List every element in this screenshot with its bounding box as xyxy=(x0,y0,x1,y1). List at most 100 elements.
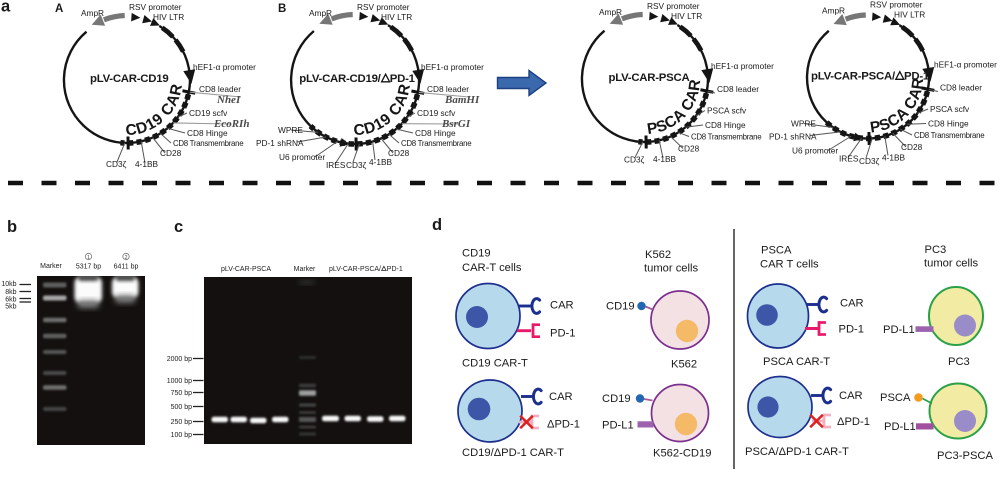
svg-text:CD19: CD19 xyxy=(602,393,631,405)
svg-text:HIV LTR: HIV LTR xyxy=(381,12,412,22)
svg-text:4-1BB: 4-1BB xyxy=(369,157,393,167)
svg-text:PD-1: PD-1 xyxy=(904,71,930,83)
svg-text:PD-1 shRNA: PD-1 shRNA xyxy=(256,138,304,148)
svg-text:U6 promoter: U6 promoter xyxy=(279,152,325,162)
svg-text:PD-L1: PD-L1 xyxy=(883,324,915,336)
svg-text:CD8 Transmembrane: CD8 Transmembrane xyxy=(914,131,985,140)
svg-text:4-1BB: 4-1BB xyxy=(882,153,906,163)
svg-text:CD19/ΔPD-1 CAR-T: CD19/ΔPD-1 CAR-T xyxy=(462,447,564,459)
svg-text:ΔPD-1: ΔPD-1 xyxy=(547,419,580,431)
svg-text:CD3ζ: CD3ζ xyxy=(624,155,645,165)
svg-text:1000 bp: 1000 bp xyxy=(167,378,192,385)
svg-text:PC3-PSCA: PC3-PSCA xyxy=(937,450,993,462)
svg-text:pLV-CAR-PSCA: pLV-CAR-PSCA xyxy=(609,72,690,84)
svg-text:CD3ζ: CD3ζ xyxy=(346,160,367,170)
svg-text:CD8 leader: CD8 leader xyxy=(717,84,759,94)
svg-text:CAR: CAR xyxy=(550,300,574,312)
svg-text:pLV-CAR-PSCA/: pLV-CAR-PSCA/ xyxy=(811,71,896,83)
svg-text:PD-1: PD-1 xyxy=(390,73,416,85)
svg-text:PD-L1: PD-L1 xyxy=(884,421,916,433)
svg-text:c: c xyxy=(174,218,183,236)
svg-text:pLV-CAR-CD19: pLV-CAR-CD19 xyxy=(90,73,168,85)
svg-text:4-1BB: 4-1BB xyxy=(135,159,159,169)
svg-text:CD8 leader: CD8 leader xyxy=(940,83,982,93)
svg-text:CD8 Hinge: CD8 Hinge xyxy=(705,120,746,130)
svg-text:tumor cells: tumor cells xyxy=(644,263,698,275)
svg-text:PSCA scfv: PSCA scfv xyxy=(930,104,970,114)
svg-text:WPRE: WPRE xyxy=(791,119,816,129)
svg-text:CAR: CAR xyxy=(839,390,863,402)
svg-text:pLV-CAR-CD19/: pLV-CAR-CD19/ xyxy=(299,73,381,85)
svg-text:PSCA: PSCA xyxy=(761,245,792,257)
svg-text:BamHI: BamHI xyxy=(444,94,480,106)
svg-text:Marker: Marker xyxy=(294,266,316,273)
svg-text:CD19 CAR-T: CD19 CAR-T xyxy=(462,358,528,370)
svg-text:IRES: IRES xyxy=(326,160,346,170)
svg-text:EcoRIh: EcoRIh xyxy=(213,118,249,130)
svg-text:CD8 leader: CD8 leader xyxy=(427,84,469,94)
svg-text:d: d xyxy=(432,216,442,234)
svg-text:6411 bp: 6411 bp xyxy=(114,264,139,271)
svg-text:a: a xyxy=(1,0,11,16)
svg-text:PSCA scfv: PSCA scfv xyxy=(707,106,747,116)
svg-text:PD-1 shRNA: PD-1 shRNA xyxy=(769,132,817,142)
svg-text:AmpR: AmpR xyxy=(822,6,845,16)
svg-text:CAR-T cells: CAR-T cells xyxy=(462,262,522,274)
svg-text:b: b xyxy=(7,218,17,236)
svg-text:10kb: 10kb xyxy=(1,281,16,288)
svg-text:5317 bp: 5317 bp xyxy=(76,264,101,271)
svg-text:U6 promoter: U6 promoter xyxy=(792,146,838,156)
svg-text:CAR: CAR xyxy=(549,391,573,403)
svg-text:CD8 leader: CD8 leader xyxy=(199,84,241,94)
svg-text:BsrGI: BsrGI xyxy=(441,118,471,130)
svg-text:HIV LTR: HIV LTR xyxy=(153,12,184,22)
svg-text:AmpR: AmpR xyxy=(599,7,622,17)
svg-text:WPRE: WPRE xyxy=(278,125,303,135)
svg-text:CD28: CD28 xyxy=(160,148,182,158)
svg-text:AmpR: AmpR xyxy=(309,8,332,18)
svg-text:RSV promoter: RSV promoter xyxy=(129,2,182,12)
svg-text:CD28: CD28 xyxy=(901,142,923,152)
svg-text:CD28: CD28 xyxy=(388,148,410,158)
svg-text:CD8 Transmembrane: CD8 Transmembrane xyxy=(401,139,472,148)
svg-text:RSV promoter: RSV promoter xyxy=(647,1,700,11)
svg-text:CD19: CD19 xyxy=(462,248,491,260)
svg-text:5kb: 5kb xyxy=(5,304,16,311)
svg-text:RSV promoter: RSV promoter xyxy=(870,0,923,10)
svg-text:CD8 Hinge: CD8 Hinge xyxy=(415,128,456,138)
svg-text:IRES: IRES xyxy=(839,154,859,164)
svg-text:hEF1-α promoter: hEF1-α promoter xyxy=(193,62,256,72)
svg-text:CD19: CD19 xyxy=(606,301,635,313)
svg-text:hEF1-α promoter: hEF1-α promoter xyxy=(711,61,774,71)
svg-text:PSCA CAR-T: PSCA CAR-T xyxy=(763,356,830,368)
svg-text:CD19 scfv: CD19 scfv xyxy=(189,108,228,118)
svg-text:PD-L1: PD-L1 xyxy=(602,420,634,432)
svg-text:100 bp: 100 bp xyxy=(171,432,193,439)
svg-text:hEF1-α promoter: hEF1-α promoter xyxy=(421,62,484,72)
svg-text:CD3ζ: CD3ζ xyxy=(106,159,127,169)
svg-text:PC3: PC3 xyxy=(925,244,947,256)
svg-text:PD-1: PD-1 xyxy=(387,266,403,273)
svg-text:pLV-CAR-PSCA/: pLV-CAR-PSCA/ xyxy=(329,266,381,273)
svg-text:500 bp: 500 bp xyxy=(171,404,193,411)
svg-text:K562: K562 xyxy=(671,359,697,371)
svg-text:CD3ζ: CD3ζ xyxy=(859,156,880,166)
svg-text:2: 2 xyxy=(124,255,127,261)
svg-text:AmpR: AmpR xyxy=(81,8,104,18)
svg-text:PSCA: PSCA xyxy=(880,392,911,404)
svg-text:tumor cells: tumor cells xyxy=(924,258,978,270)
svg-text:NheI: NheI xyxy=(216,94,241,106)
svg-text:pLV-CAR-PSCA: pLV-CAR-PSCA xyxy=(221,266,271,273)
svg-text:hEF1-α promoter: hEF1-α promoter xyxy=(934,60,997,70)
svg-text:2000 bp: 2000 bp xyxy=(167,356,192,363)
svg-text:CD8 Transmembrane: CD8 Transmembrane xyxy=(691,133,762,142)
svg-text:250 bp: 250 bp xyxy=(171,419,193,426)
svg-text:CD19 scfv: CD19 scfv xyxy=(417,108,456,118)
svg-text:CAR: CAR xyxy=(840,298,864,310)
svg-text:CD28: CD28 xyxy=(678,144,700,154)
svg-text:HIV LTR: HIV LTR xyxy=(671,11,702,21)
svg-text:6kb: 6kb xyxy=(5,297,16,304)
svg-text:CD8 Hinge: CD8 Hinge xyxy=(187,128,228,138)
svg-text:PD-1: PD-1 xyxy=(839,324,865,336)
svg-text:1: 1 xyxy=(87,255,90,261)
